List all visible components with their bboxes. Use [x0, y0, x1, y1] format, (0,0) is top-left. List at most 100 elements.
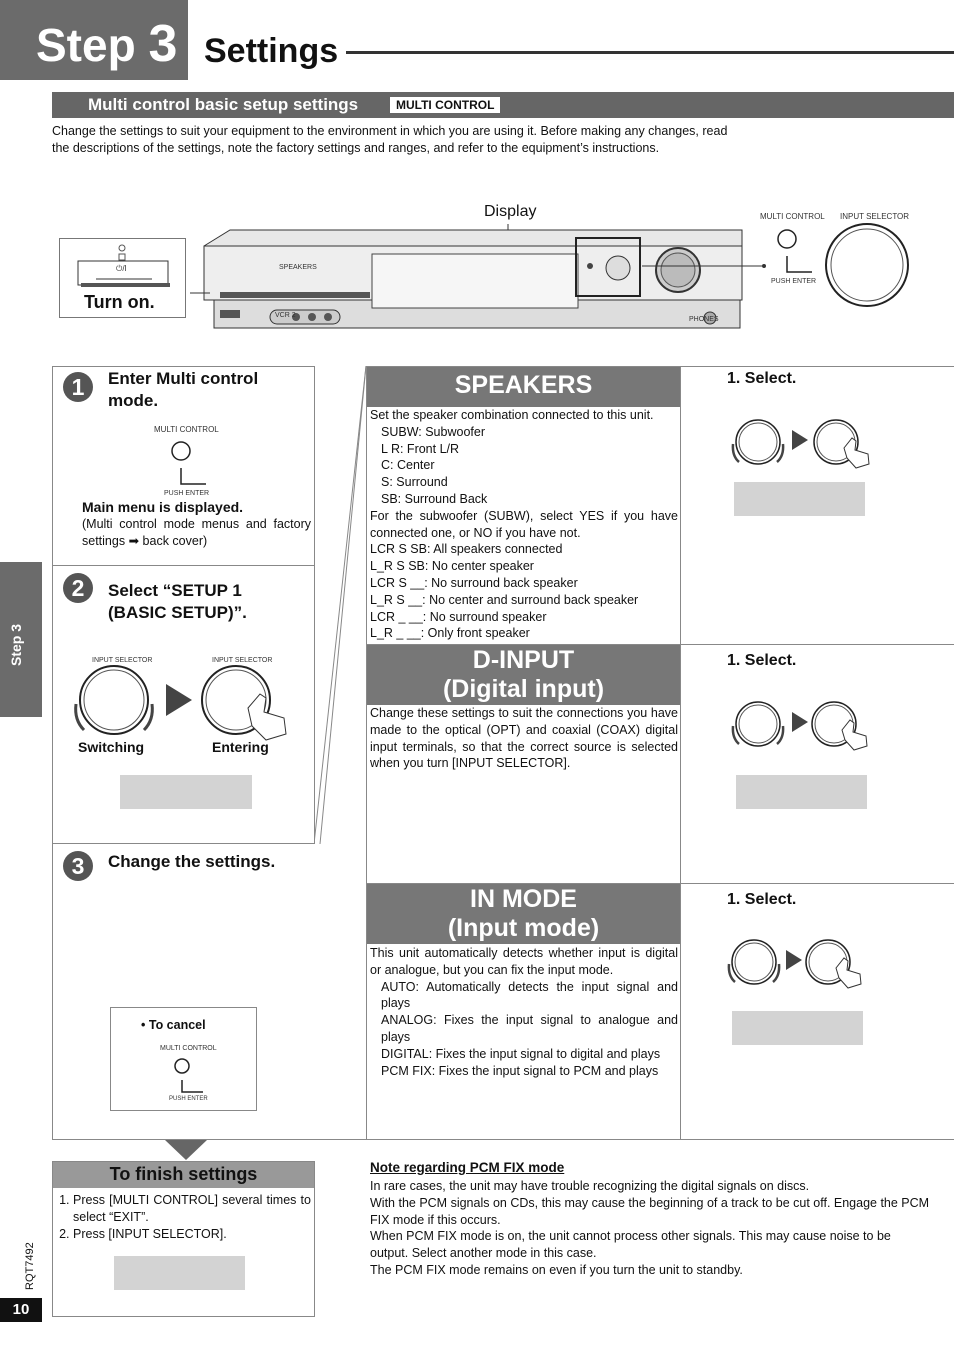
step-badge: Step 3: [0, 0, 188, 80]
inmode-knob-illustration: [727, 939, 862, 989]
speakers-body: Set the speaker combination connected to…: [370, 407, 678, 642]
note-paragraph: When PCM FIX mode is on, the unit cannot…: [370, 1229, 891, 1261]
grid-line: [52, 1139, 954, 1140]
cancel-box: • To cancel MULTI CONTROL PUSH ENTER: [110, 1007, 257, 1111]
dinput-heading-line2: (Digital input): [442, 675, 605, 703]
cancel-multi-control-label: MULTI CONTROL: [160, 1045, 217, 1052]
speakers-line: SUBW: Subwoofer: [381, 424, 485, 439]
step-3-title: Change the settings.: [108, 852, 276, 871]
display-label: Display: [484, 203, 537, 220]
speaker-combo: LCR S __: No surround back speaker: [370, 575, 578, 590]
vcr2-label: VCR 2: [275, 312, 296, 319]
step-2-input-selector-label-2: INPUT SELECTOR: [212, 657, 273, 664]
receiver-illustration: [190, 224, 766, 329]
title-rule: [346, 51, 954, 54]
side-tab-label: Step 3: [8, 623, 24, 666]
finish-title: To finish settings: [53, 1162, 314, 1188]
turn-on-box: ⏻/I: [59, 238, 186, 318]
step-number: 3: [148, 15, 178, 73]
step-1-multi-control-label: MULTI CONTROL: [154, 425, 219, 434]
grid-line: [314, 366, 315, 844]
note-paragraph: The PCM FIX mode remains on even if you …: [370, 1262, 743, 1277]
dinput-display-placeholder: [736, 775, 867, 809]
step-2-title: Select “SETUP 1 (BASIC SETUP)”.: [108, 581, 247, 622]
speaker-combo: LCR _ __: No surround speaker: [370, 609, 547, 624]
grid-line: [52, 843, 315, 844]
speakers-select-label: 1. Select.: [727, 370, 797, 387]
finish-step: Press [INPUT SELECTOR].: [73, 1226, 311, 1243]
step-2-input-selector-label: INPUT SELECTOR: [92, 657, 153, 664]
grid-line: [366, 366, 954, 367]
section-bar: Multi control basic setup settings MULTI…: [52, 92, 954, 118]
finish-list: Press [MULTI CONTROL] several times to s…: [57, 1192, 311, 1242]
dinput-body: Change these settings to suit the connec…: [370, 706, 678, 771]
step-1-badge: 1: [63, 372, 93, 402]
dinput-heading-line1: D-INPUT: [472, 646, 575, 674]
grid-line: [52, 366, 53, 1140]
step-word: Step: [36, 19, 136, 71]
speakers-lines: Set the speaker combination connected to…: [370, 407, 678, 508]
step-3-badge: 3: [63, 851, 93, 881]
inmode-heading-line1: IN MODE: [470, 885, 577, 913]
step-1-note-end: back cover): [142, 534, 208, 548]
down-arrow-icon: [165, 1140, 207, 1160]
grid-line: [52, 366, 315, 367]
cancel-multi-control-button: [174, 1058, 203, 1093]
speaker-combo: L_R _ __: Only front speaker: [370, 626, 530, 641]
finish-display-placeholder: [114, 1256, 245, 1290]
dinput-knob-illustration: [731, 701, 868, 751]
section-title: Multi control basic setup settings: [88, 95, 359, 114]
dinput-heading: D-INPUT (Digital input): [367, 645, 680, 705]
arrow-icon: ➡: [128, 534, 140, 548]
speakers-line: S: Surround: [381, 475, 448, 490]
input-mode-item: ANALOG: Fixes the input signal to analog…: [381, 1013, 678, 1044]
inmode-heading-line2: (Input mode): [447, 914, 600, 942]
power-symbol: ⏻/I: [116, 264, 127, 273]
inmode-modes: AUTO: Automatically detects the input si…: [370, 979, 678, 1080]
multi-control-button: [777, 229, 812, 273]
input-mode-item: DIGITAL: Fixes the input signal to digit…: [381, 1046, 661, 1061]
cancel-label: • To cancel: [141, 1018, 206, 1032]
section-tag: MULTI CONTROL: [390, 97, 501, 113]
input-mode-item: PCM FIX: Fixes the input signal to PCM a…: [381, 1063, 659, 1078]
step-1-multi-control-button: [171, 441, 206, 485]
speakers-line: Set the speaker combination connected to…: [370, 408, 654, 422]
speakers-line: C: Center: [381, 458, 435, 473]
dinput-select-label: 1. Select.: [727, 652, 797, 669]
turn-on-label: Turn on.: [84, 292, 155, 312]
inmode-heading: IN MODE (Input mode): [367, 884, 680, 944]
inmode-display-placeholder: [732, 1011, 863, 1045]
speakers-heading: SPEAKERS: [367, 367, 680, 407]
grid-line: [52, 565, 315, 566]
step-2-badge: 2: [63, 573, 93, 603]
speakers-label: SPEAKERS: [279, 264, 317, 271]
model-code: RQT7492: [24, 1242, 36, 1290]
step-1-note-text: (Multi control mode menus and factory se…: [82, 517, 311, 548]
step-1-push-enter-label: PUSH ENTER: [164, 490, 210, 497]
page-title: Settings: [204, 32, 339, 70]
step-2-knob-illustration: [74, 665, 287, 741]
grid-line: [366, 883, 954, 884]
note-body: In rare cases, the unit may have trouble…: [370, 1178, 930, 1279]
speaker-combo: L_R S SB: No center speaker: [370, 559, 534, 574]
speakers-line: L R: Front L/R: [381, 441, 460, 456]
inmode-select-label: 1. Select.: [727, 891, 797, 908]
input-mode-item: AUTO: Automatically detects the input si…: [381, 979, 678, 1011]
multi-control-label: MULTI CONTROL: [760, 212, 825, 221]
inmode-intro: This unit automatically detects whether …: [370, 946, 678, 977]
step-1-note: (Multi control mode menus and factory se…: [82, 516, 311, 550]
speakers-knob-illustration: [731, 419, 870, 469]
speakers-line: SB: Surround Back: [381, 491, 488, 506]
speakers-display-placeholder: [734, 482, 865, 516]
note-title: Note regarding PCM FIX mode: [370, 1160, 565, 1175]
entering-label: Entering: [212, 739, 269, 755]
finish-step: Press [MULTI CONTROL] several times to s…: [73, 1192, 311, 1226]
connector-lines: [314, 366, 367, 845]
phones-label: PHONES: [689, 316, 719, 323]
grid-line: [366, 644, 954, 645]
speaker-combo: L_R S __: No center and surround back sp…: [370, 592, 639, 607]
note-paragraph: With the PCM signals on CDs, this may ca…: [370, 1195, 930, 1227]
inmode-body: This unit automatically detects whether …: [370, 945, 678, 1079]
finish-box: To finish settings Press [MULTI CONTROL]…: [52, 1161, 315, 1317]
